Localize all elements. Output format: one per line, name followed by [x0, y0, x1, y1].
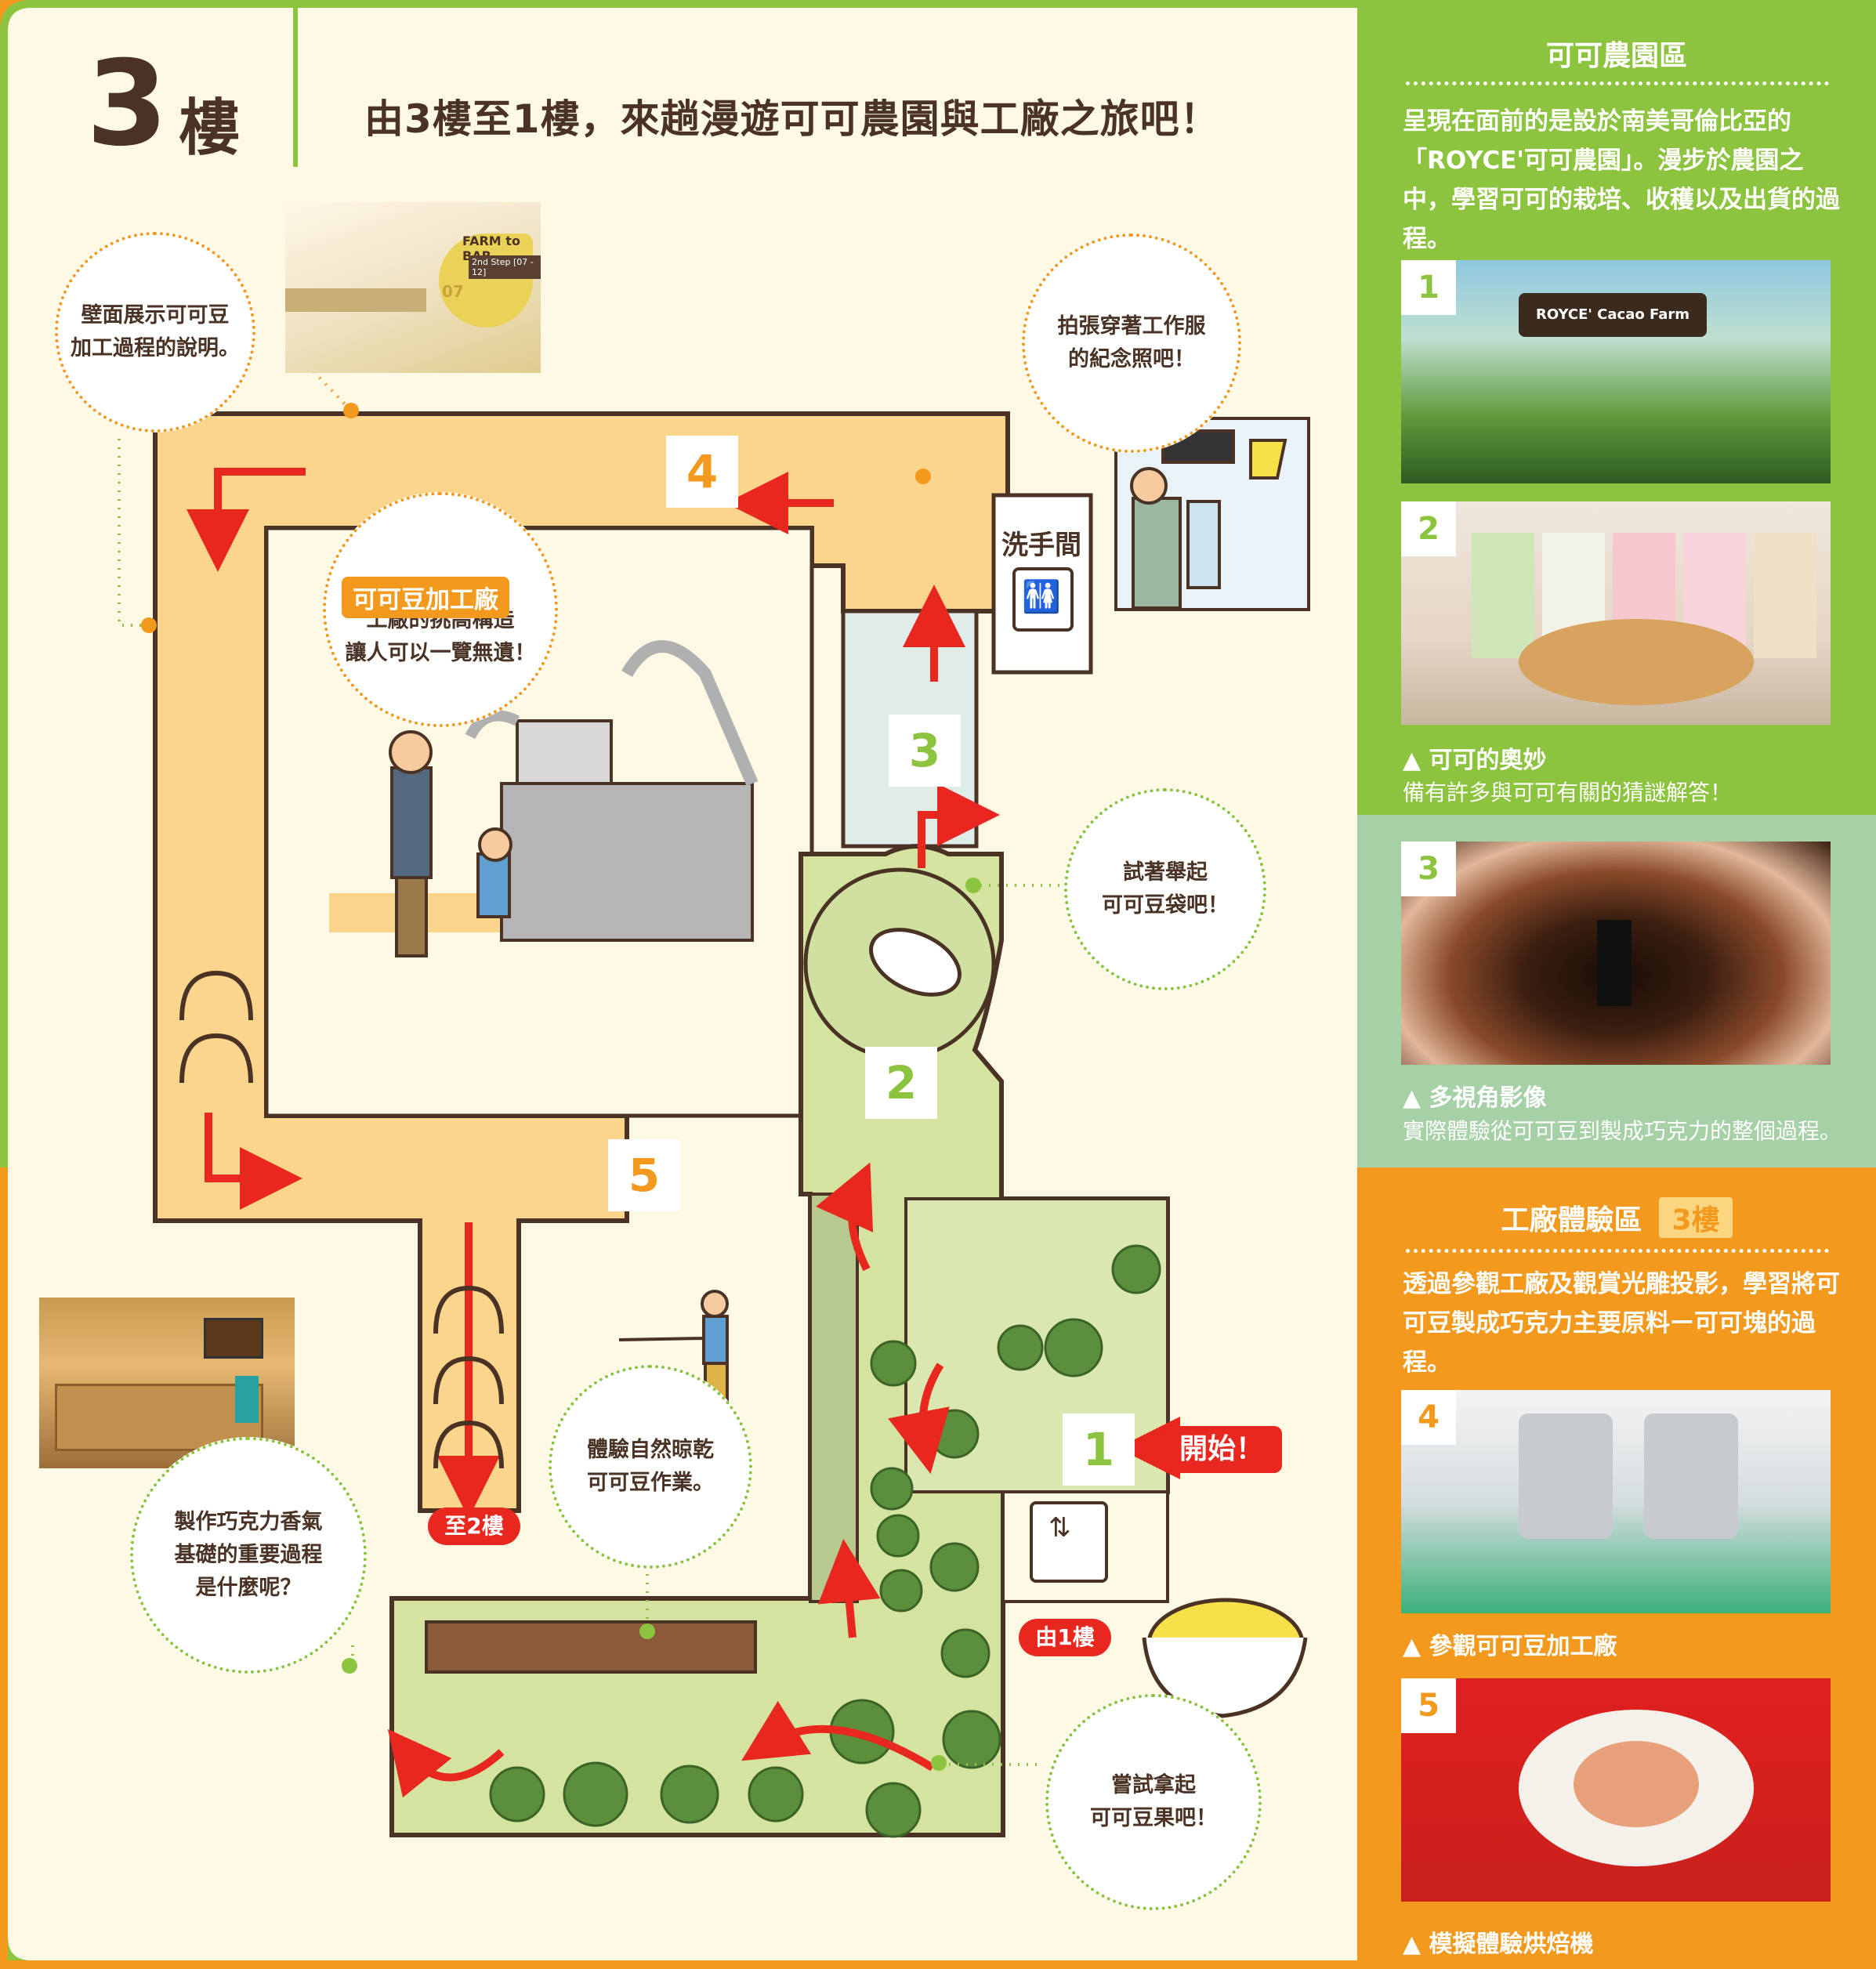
factory-tag: 可可豆加工廠 — [342, 577, 509, 618]
page-title: 由3樓至1樓，來趟漫遊可可農園與工廠之旅吧！ — [364, 96, 1220, 142]
callout-wall-display: 壁面展示可可豆 加工過程的說明。 — [55, 232, 255, 433]
floor-label: 樓 — [179, 93, 241, 164]
route-arrows — [187, 468, 1207, 1798]
callout-aroma: 製作巧克力香氣 基礎的重要過程 是什麼呢？ — [130, 1437, 367, 1674]
floor-map-panel: 3 樓 由3樓至1樓，來趟漫遊可可農園與工廠之旅吧！ — [0, 0, 1357, 1969]
multi-view-photo: 3 — [1401, 842, 1831, 1065]
factory-photo-4-caption: ▲ 參觀可可豆加工廠 — [1403, 1633, 1617, 1660]
trees — [489, 1244, 1161, 1838]
farm-photo-sign: ROYCE' Cacao Farm — [1519, 293, 1707, 337]
callout-photo-spot: 拍張穿著工作服 的紀念照吧！ — [1022, 233, 1241, 453]
farm-section: 可可農園區 呈現在面前的是設於南美哥倫比亞的「ROYCE'可可農園」。漫步於農園… — [1357, 0, 1876, 815]
stop-marker-5: 5 — [608, 1139, 680, 1211]
floor-number: 3 — [86, 36, 168, 172]
wall-sign-step: 2nd Step [07 - 12] — [469, 255, 541, 279]
elevator-icon — [1030, 1501, 1108, 1583]
factory-photo-4: 4 — [1401, 1390, 1831, 1613]
farm-photo-2-desc: 備有許多與可可有關的猜謎解答！ — [1403, 780, 1733, 805]
arches — [179, 970, 504, 1469]
title-divider — [293, 6, 298, 167]
farm-section-desc: 呈現在面前的是設於南美哥倫比亞的「ROYCE'可可農園」。漫步於農園之中，學習可… — [1403, 107, 1840, 253]
farm-photo-2-caption: ▲ 可可的奧妙 — [1403, 747, 1547, 774]
from-1f-label: 由1樓 — [1019, 1619, 1111, 1656]
sidebar: 可可農園區 呈現在面前的是設於南美哥倫比亞的「ROYCE'可可農園」。漫步於農園… — [1357, 0, 1876, 1969]
to-2f-label: 至2樓 — [428, 1508, 520, 1545]
callout-lift-bag: 試著舉起 可可豆袋吧！ — [1064, 788, 1266, 990]
farm-photo-2: 2 — [1401, 501, 1831, 725]
callout-drying: 體驗自然晾乾 可可豆作業。 — [549, 1365, 752, 1569]
farm-section-title: 可可農園區 — [1545, 40, 1687, 72]
wall-display-photo: FARM to BAR 2nd Step [07 - 12] 07 — [285, 202, 541, 373]
multi-view-section: 3 ▲ 多視角影像 實際體驗從可可豆到製成巧克力的整個過程。 — [1357, 815, 1876, 1167]
toilet-label: 洗手間 — [1001, 530, 1081, 561]
roasting-room-photo — [39, 1298, 295, 1468]
garden-wall — [809, 1193, 859, 1603]
toilet-icon: 🚻 — [1022, 579, 1061, 615]
stop-marker-1: 1 — [1063, 1413, 1135, 1486]
floor-map — [118, 411, 1310, 1838]
cacao-pod-icon — [869, 928, 962, 997]
stop-marker-2: 2 — [865, 1047, 937, 1119]
factory-photo-5: 5 — [1401, 1678, 1831, 1902]
drying-bed — [425, 1620, 757, 1674]
multi-view-caption: ▲ 多視角影像 — [1403, 1084, 1547, 1112]
cacao-pod-hands-icon — [1142, 1598, 1308, 1718]
stop-marker-3: 3 — [889, 715, 961, 787]
start-label: 開始！ — [1161, 1426, 1282, 1473]
elevator-arrows-icon: ⇅ — [1048, 1512, 1071, 1544]
callout-cacao-pod: 嘗試拿起 可可豆果吧！ — [1045, 1694, 1262, 1910]
factory-photo-5-caption: ▲ 模擬體驗烘焙機 — [1403, 1931, 1594, 1958]
multi-view-desc: 實際體驗從可可豆到製成巧克力的整個過程。 — [1403, 1118, 1842, 1144]
wall-sign-number: 07 — [442, 282, 464, 301]
factory-floor-tag: 3樓 — [1659, 1197, 1733, 1238]
farm-photo-1: ROYCE' Cacao Farm 1 — [1401, 260, 1831, 483]
factory-section-desc: 透過參觀工廠及觀賞光雕投影，學習將可可豆製成巧克力主要原料ー可可塊的過程。 — [1403, 1270, 1840, 1377]
stop-marker-4: 4 — [666, 436, 738, 508]
factory-machine-illustration — [329, 640, 759, 957]
